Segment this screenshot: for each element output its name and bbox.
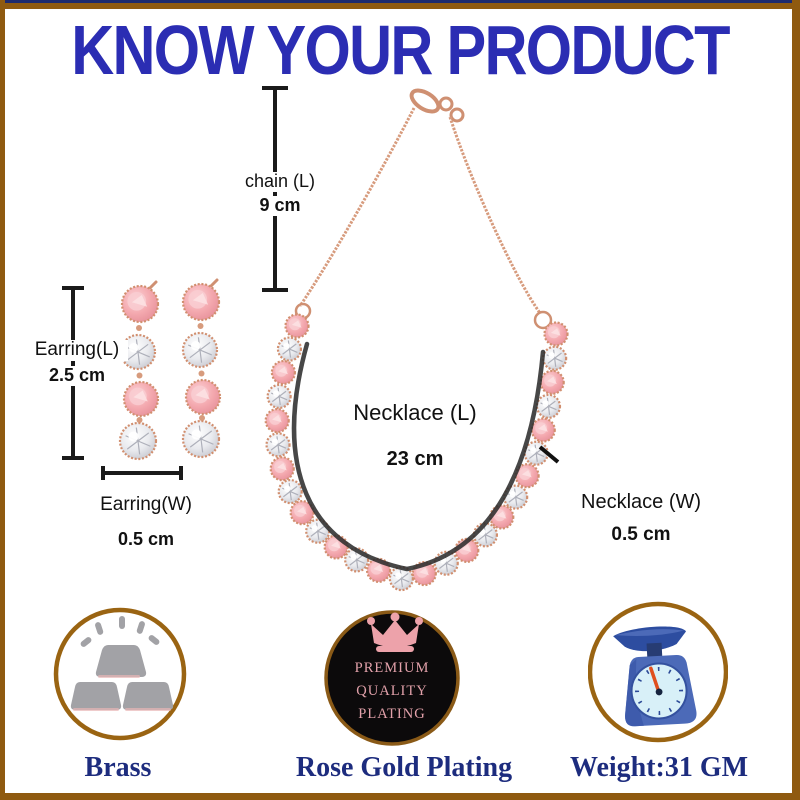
necklace-length-label: Necklace (L) — [353, 400, 477, 425]
earring-length-value: 2.5 cm — [36, 365, 118, 386]
necklace-width-label: Necklace (W) — [581, 491, 702, 513]
crown-icon — [367, 612, 423, 652]
weight-label: Weight:31 GM — [570, 752, 749, 783]
necklace-width-value: 0.5 cm — [611, 524, 671, 545]
page-title: KNOW YOUR PRODUCT — [71, 11, 730, 89]
premium-seal-icon: PREMIUM QUALITY PLATING — [324, 610, 460, 746]
frame-left — [0, 0, 5, 800]
necklace-image — [264, 88, 569, 592]
necklace-length-value: 23 cm — [386, 448, 444, 470]
earring-width-label: Earring(W) — [100, 494, 192, 515]
weighing-scale-icon — [588, 601, 728, 743]
brass-ingots-icon — [53, 607, 187, 741]
seal-line-2: QUALITY — [356, 683, 427, 699]
chain-length-label: chain (L) — [232, 171, 328, 192]
measurement-lines — [62, 86, 288, 480]
earring-width-value: 0.5 cm — [117, 529, 175, 549]
earrings-image — [118, 278, 222, 461]
brass-rays — [80, 616, 160, 647]
top-navy-line — [0, 0, 800, 3]
seal-line-3: PLATING — [358, 706, 425, 722]
necklace-ring-right — [533, 310, 553, 330]
frame-right — [792, 0, 800, 800]
chain-length-value: 9 cm — [240, 195, 320, 216]
seal-line-1: PREMIUM — [355, 660, 430, 676]
frame-top — [0, 3, 800, 9]
necklace-clasp — [409, 88, 465, 123]
necklace-length-arc — [291, 341, 546, 572]
plating-label: Rose Gold Plating — [295, 752, 513, 783]
necklace-width-tick — [538, 445, 560, 464]
necklace-chain-right — [448, 116, 542, 314]
earring-length-label: Earring(L) — [26, 339, 128, 361]
material-label: Brass — [84, 752, 152, 783]
necklace-chain-left — [298, 107, 416, 307]
frame-bottom — [0, 793, 800, 800]
